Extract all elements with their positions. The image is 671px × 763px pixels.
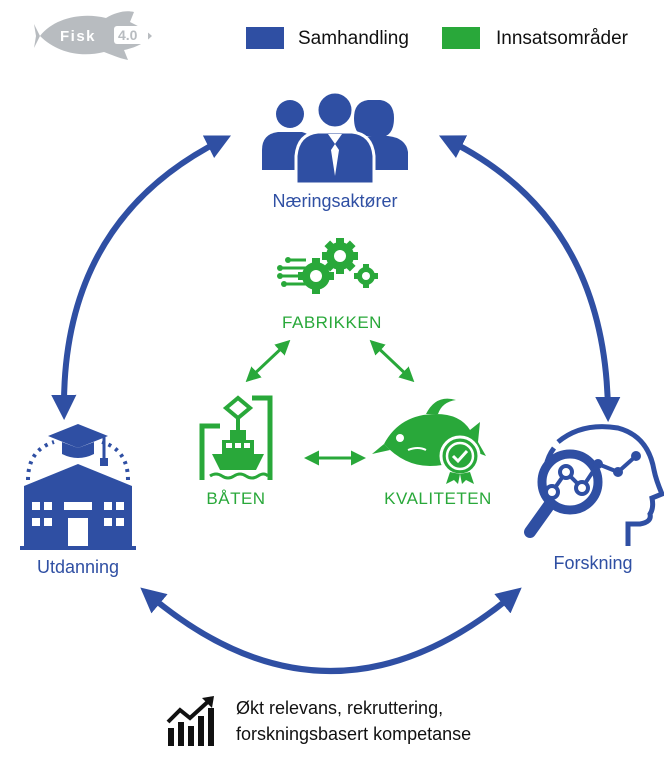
fisk-logo: Fisk 4.0 bbox=[34, 6, 162, 64]
head-analysis-icon bbox=[524, 424, 664, 546]
fish-quality-badge-icon bbox=[372, 398, 486, 484]
arrow-fabrikken-baten bbox=[245, 339, 291, 383]
node-utdanning: Utdanning bbox=[14, 420, 142, 580]
node-fabrikken: FABRIKKEN bbox=[262, 236, 402, 336]
node-baten: BÅTEN bbox=[186, 388, 286, 514]
node-kvaliteten: KVALITETEN bbox=[370, 392, 506, 514]
legend: Samhandling Innsatsområder bbox=[246, 25, 646, 53]
label-forskning: Forskning bbox=[553, 553, 633, 573]
arrow-utdanning-forskning bbox=[140, 587, 522, 674]
arrow-naeringsaktorer-forskning bbox=[438, 135, 621, 423]
legend-swatch-innsatsomrader bbox=[442, 27, 480, 49]
footer-line-1: Økt relevans, rekruttering, bbox=[236, 698, 444, 718]
boat-crane-icon bbox=[199, 395, 273, 480]
node-naeringsaktorer: Næringsaktører bbox=[250, 88, 420, 218]
people-group-icon bbox=[262, 90, 408, 186]
label-baten: BÅTEN bbox=[206, 489, 266, 508]
label-fabrikken: FABRIKKEN bbox=[282, 313, 382, 332]
arrow-fabrikken-kvaliteten bbox=[369, 339, 415, 383]
arrow-utdanning-naeringsaktorer bbox=[51, 135, 232, 421]
school-building-icon bbox=[20, 424, 136, 550]
bar-chart-growth-icon bbox=[166, 696, 214, 746]
logo-version-text: 4.0 bbox=[118, 27, 138, 43]
label-utdanning: Utdanning bbox=[36, 557, 120, 577]
logo-fisk-text: Fisk bbox=[60, 28, 96, 45]
footer-line-2: forskningsbasert kompetanse bbox=[236, 724, 472, 744]
label-kvaliteten: KVALITETEN bbox=[384, 489, 492, 508]
footer: Økt relevans, rekruttering, forskningsba… bbox=[166, 690, 586, 752]
node-forskning: Forskning bbox=[522, 416, 664, 582]
fish-logo-icon: Fisk 4.0 bbox=[34, 11, 152, 60]
label-naeringsaktorer: Næringsaktører bbox=[272, 191, 398, 211]
legend-label-innsatsomrader: Innsatsområder bbox=[496, 28, 629, 49]
gears-circuit-icon bbox=[277, 238, 378, 294]
legend-label-samhandling: Samhandling bbox=[298, 28, 409, 49]
legend-swatch-samhandling bbox=[246, 27, 284, 49]
